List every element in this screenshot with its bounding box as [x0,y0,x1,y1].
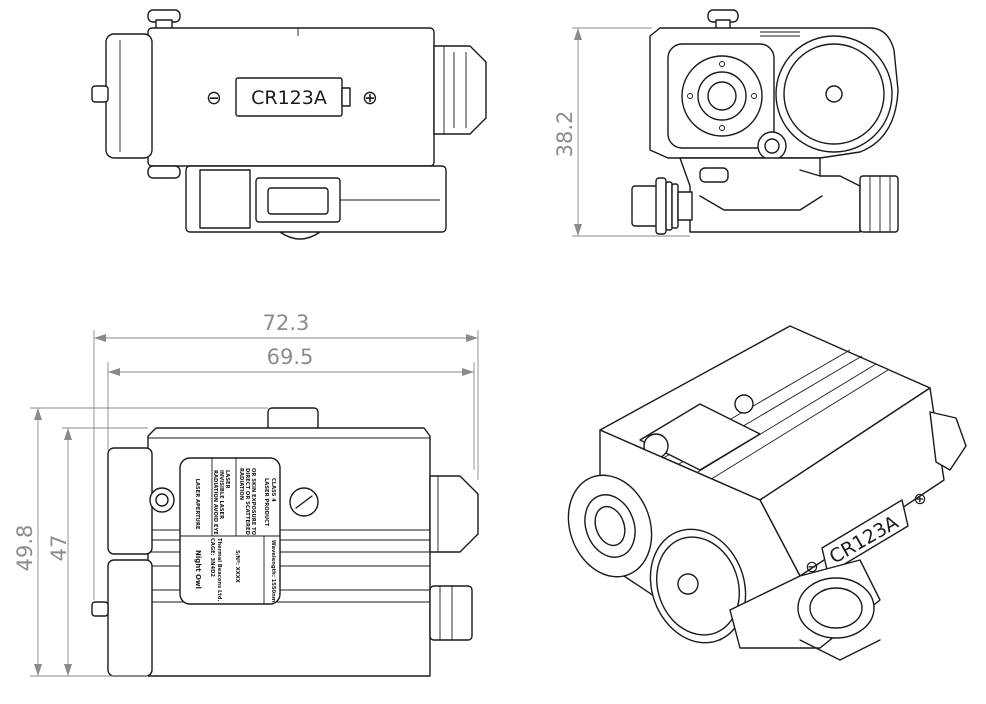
maker-text: Thermal Beacons Ltd. [216,538,222,601]
dim-47: 47 [47,535,71,562]
warning-line-4: OR SKIN EXPOSURE TO [250,468,256,536]
warning-line-6: RADIATION [238,468,244,500]
isometric-view: CR123A ⊖ ⊕ [567,325,967,661]
iso-battery-label-box [821,499,909,575]
dim-38-2: 38.2 [553,111,577,158]
warning-line-7: CLASS 4 [270,478,276,502]
warning-line-1: LASER [224,470,230,489]
laser-aperture-text: LASER APERTURE [194,479,200,530]
serial-text: S/Nº: XXXX [234,550,240,583]
product-label-plate [179,457,281,605]
top-view: CR123A ⊖ ⊕ [91,9,487,240]
warning-line-5: DIRECT OR SCATTERED [244,468,250,536]
warning-line-2: INVISIBLE LASER [218,470,224,519]
side-view: LASER APERTURE LASER INVISIBLE LASER RAD… [91,407,479,677]
dimension-height-inner: 47 [47,427,148,676]
cage-text: CAGE: 3N4D2 [209,538,215,577]
dim-49-8: 49.8 [13,525,37,572]
dim-69-5: 69.5 [267,345,314,369]
wavelength-text: Wavelength: 1550nm [270,540,276,602]
warning-line-3: RADIATION AVOID EYE [212,470,218,535]
minus-icon: ⊖ [206,87,222,109]
front-view [631,9,899,235]
iso-plus-icon: ⊕ [913,489,926,508]
plus-icon: ⊕ [362,87,378,109]
warning-line-8: LASER PRODUCT [263,478,269,527]
dimension-length-outer: 72.3 [93,311,479,600]
battery-label-text: CR123A [251,87,327,109]
dimension-height-outer: 49.8 [13,407,268,677]
dim-72-3: 72.3 [263,311,310,335]
dimension-length-inner: 69.5 [107,345,475,470]
dimension-height-side: 38.2 [553,27,690,237]
brand-text: Night Owl [194,550,202,589]
